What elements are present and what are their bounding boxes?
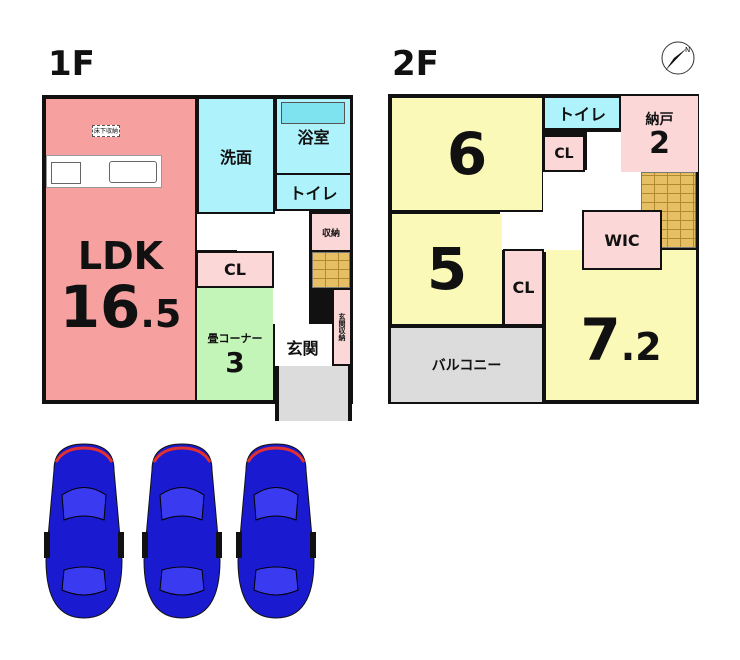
svg-text:N: N xyxy=(685,46,690,54)
room-closet-5: CL xyxy=(503,249,544,326)
room-bedroom-5: 5 xyxy=(392,214,502,324)
car-icon xyxy=(234,442,318,620)
room-storeroom: 納戸 2 xyxy=(621,96,698,172)
stairs xyxy=(312,252,350,288)
underfloor-storage: 床下収納 xyxy=(92,125,120,137)
car-icon xyxy=(42,442,126,620)
room-storage: 収納 xyxy=(310,212,352,252)
balcony: バルコニー xyxy=(391,328,542,402)
room-ldk: LDK 16.5 xyxy=(46,99,195,400)
floor-1-label: 1F xyxy=(48,44,95,84)
room-toilet: トイレ xyxy=(275,173,352,211)
room-tatami: 畳コーナー 3 xyxy=(197,288,273,400)
room-bedroom-6: 6 xyxy=(392,98,542,210)
kitchen-counter xyxy=(46,155,162,188)
room-wic: WIC xyxy=(582,210,662,270)
room-closet: CL xyxy=(196,251,274,288)
ldk-label: LDK xyxy=(77,233,164,278)
room-entrance: 玄関 xyxy=(286,339,319,358)
room-washroom: 洗面 xyxy=(197,97,275,214)
room-closet-6: CL xyxy=(543,135,585,172)
stove-icon xyxy=(51,162,81,184)
room-entrance-storage: 玄関収納 xyxy=(332,288,352,366)
sink-icon xyxy=(109,161,157,183)
bathtub-icon xyxy=(281,102,345,124)
car-icon xyxy=(140,442,224,620)
compass-north-icon: N xyxy=(661,41,695,75)
room-toilet-2f: トイレ xyxy=(543,96,621,130)
ldk-size: 16.5 xyxy=(59,272,182,341)
entry-porch xyxy=(275,366,352,421)
parking-area xyxy=(42,442,318,620)
room-bedroom-72: 7.2 xyxy=(546,250,696,400)
floor-2-label: 2F xyxy=(392,44,439,84)
